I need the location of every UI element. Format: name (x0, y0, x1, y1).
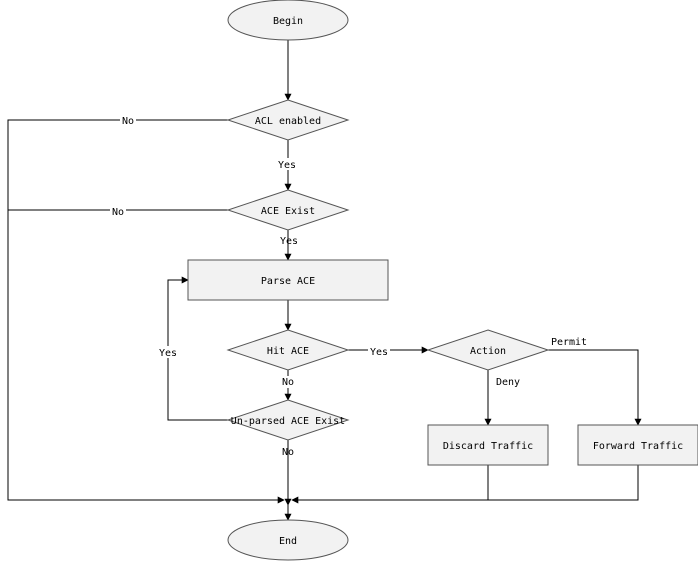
action-label: Action (470, 346, 506, 357)
unparsed-ace-exist-decision (226, 399, 350, 441)
parse-ace-process (187, 259, 389, 301)
edge-action-permit (548, 349, 642, 426)
discard-traffic-label: Discard Traffic (443, 441, 533, 452)
unparsed-no-label: No (282, 447, 294, 458)
ace-exist-yes-label: Yes (280, 236, 298, 247)
begin-terminal (227, 0, 349, 41)
action-deny-label: Deny (496, 377, 520, 388)
forward-traffic-process (577, 424, 698, 466)
action-permit-label: Permit (551, 337, 587, 348)
end-terminal (227, 519, 349, 561)
ace-exist-decision (226, 189, 350, 231)
acl-enabled-decision (226, 99, 350, 141)
unparsed-yes-label-bg (157, 346, 179, 358)
hit-ace-yes-label: Yes (370, 347, 388, 358)
edge-acl-enabled-no (7, 119, 285, 504)
end-label: End (279, 536, 297, 547)
forward-traffic-label: Forward Traffic (593, 441, 683, 452)
acl-enabled-yes-label: Yes (278, 160, 296, 171)
ace-exist-no-label: No (112, 207, 124, 218)
acl-enabled-no-label: No (122, 116, 134, 127)
acl-enabled-label: ACL enabled (255, 116, 321, 127)
edge-forward-to-end (291, 465, 639, 504)
hit-ace-no-label: No (282, 377, 294, 388)
action-decision (426, 329, 550, 371)
hit-ace-decision (226, 329, 350, 371)
hit-ace-yes-label-bg (368, 345, 390, 357)
hit-ace-no-label-bg (280, 376, 296, 388)
begin-label: Begin (273, 16, 303, 27)
nodes: Begin ACL enabled ACE Exist Parse ACE Hi… (187, 0, 698, 561)
discard-traffic-process (427, 424, 549, 466)
edge-labels: No Yes No Yes Yes Yes No No Permit Deny (110, 114, 587, 458)
acl-enabled-no-label-bg (120, 114, 136, 126)
acl-enabled-yes-label-bg (276, 158, 298, 170)
ace-exist-label: ACE Exist (261, 206, 315, 217)
unparsed-ace-exist-label: Un-parsed ACE Exist (231, 416, 345, 427)
hit-ace-label: Hit ACE (267, 346, 309, 357)
parse-ace-label: Parse ACE (261, 276, 315, 287)
ace-exist-no-label-bg (110, 205, 126, 217)
unparsed-yes-label: Yes (159, 348, 177, 359)
